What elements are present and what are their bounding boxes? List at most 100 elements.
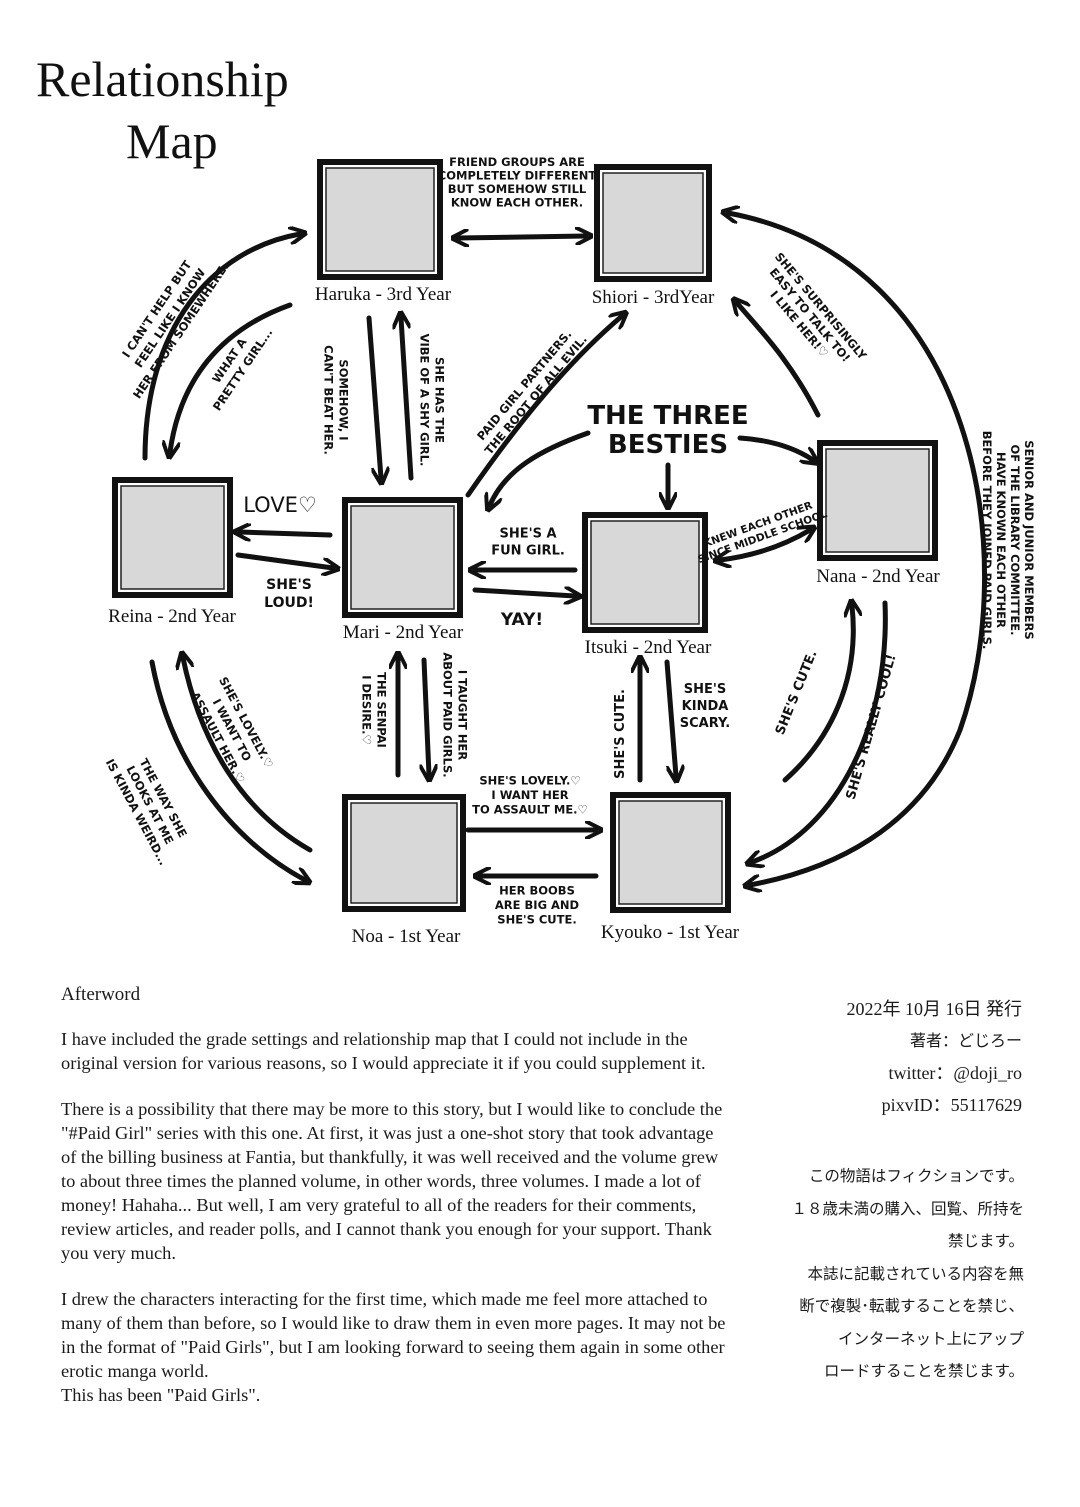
label-itsuki-mari: SHE'S A FUN GIRL. [491,527,565,559]
name-noa: Noa - 1st Year [352,926,461,947]
portrait-mari-image [350,505,455,610]
portrait-nana-image [825,448,930,553]
label-line: PAID GIRL PARTNERS. [474,327,574,443]
portrait-kyouko: Kyouko - 1st Year [601,792,740,943]
afterword: Afterword I have included the grade sett… [61,983,731,1429]
label-line: FUN GIRL. [491,544,565,559]
label-line: SHE'S [266,577,312,593]
portrait-shiori-image [602,172,704,274]
arrow-reina-to-noa [149,659,305,880]
portrait-kyouko-image [618,800,723,905]
arrow-reina-to-haruka [142,234,300,461]
title-line-1: Relationship [36,51,289,107]
afterword-paragraph-1: I have included the grade settings and r… [61,1029,706,1073]
label-line: BEFORE THEY JOINED PAID GIRLS. [980,431,994,650]
label-reina-mari: SHE'S LOUD! [264,577,314,611]
colophon: 2022年 10月 16日 発行 著者：どじろー twitter：@doji_r… [770,993,1023,1121]
label-line: I WANT HER [491,788,568,802]
name-haruka: Haruka - 3rd Year [315,284,452,305]
label-mari-itsuki: YAY! [500,610,543,630]
portrait-itsuki-image [590,520,700,625]
label-line: SOMEHOW, I [337,359,351,440]
label-line: SHE HAS THE [433,357,447,443]
label-line: I TAUGHT HER [456,670,470,761]
arrow-besties-to-nana [737,435,813,460]
portrait-itsuki: Itsuki - 2nd Year [582,512,712,658]
arrow-besties-to-mari [490,430,591,505]
label-reina-noa: THE WAY SHELOOKS AT MEIS KINDA WEIRD... [103,743,197,868]
portrait-reina-image [120,485,225,590]
besties-line-1: THE THREE [587,401,748,431]
portrait-shiori: Shiori - 3rdYear [592,164,715,308]
arrows [142,213,987,885]
arrow-haruka-to-reina [170,302,293,452]
portrait-mari: Mari - 2nd Year [342,497,464,643]
label-shiori-kyouko: SENIOR AND JUNIOR MEMBERSOF THE LIBRARY … [980,431,1036,650]
label-noa-reina: SHE'S LOVELY.♡I WANT TOASSAULT HER.♡ [188,674,276,785]
legal-notice: この物語はフィクションです。 １８歳未満の購入、回覧、所持を 禁じます。 本誌に… [762,1160,1024,1388]
label-kyouko-nana: SHE'S CUTE. [773,648,821,737]
arrow-kyouko-to-nana [782,606,853,783]
label-noa-mari: THE SENPAII DESIRE.♡ [360,672,389,748]
arrow-mari-to-shiori [465,316,622,498]
label-line: SHE'S CUTE. [497,913,576,927]
label-mari-haruka: SHE HAS THEVIBE OF A SHY GIRL. [418,334,447,467]
label-line: TO ASSAULT ME.♡ [472,803,588,817]
afterword-paragraph-2: There is a possibility that there may be… [61,1099,723,1263]
label-line: SENIOR AND JUNIOR MEMBERS [1022,440,1036,639]
notice-line: ロードすることを禁じます。 [824,1362,1024,1380]
name-kyouko: Kyouko - 1st Year [601,922,740,943]
label-line: ABOUT PAID GIRLS. [441,652,455,777]
title-line-2: Map [126,113,218,169]
label-line: CAN'T BEAT HER. [322,345,336,455]
label-line: FRIEND GROUPS ARE [449,155,585,169]
name-itsuki: Itsuki - 2nd Year [585,637,712,658]
label-mari-reina: LOVE♡ [243,493,317,517]
label-line: LOUD! [264,595,314,611]
arrow-haruka-shiori [458,236,586,238]
label-haruka-mari: SOMEHOW, ICAN'T BEAT HER. [322,345,351,455]
label-line: SHE'S A [499,527,556,542]
label-line: THE SENPAI [375,672,389,748]
pixiv-id: pixvID：55117629 [881,1095,1022,1115]
arrow-noa-to-reina [183,658,313,853]
relationship-map: Haruka - 3rd Year Shiori - 3rdYear Reina… [103,155,1036,947]
notice-line: この物語はフィクションです。 [808,1167,1024,1185]
notice-line: インターネット上にアップ [837,1329,1024,1348]
label-line: BUT SOMEHOW STILL [448,182,587,196]
arrow-reina-to-mari [235,552,333,568]
notice-line: 禁じます。 [948,1232,1024,1250]
label-kyouko-itsuki: SHE'S CUTE. [613,689,628,779]
label-nana-kyouko: SHE'S REALLY COOL! [844,653,900,802]
label-line: OF THE LIBRARY COMMITTEE. [1008,444,1022,635]
portrait-nana: Nana - 2nd Year [816,440,940,587]
arrow-haruka-to-mari [366,315,381,478]
label-line: KNOW EACH OTHER. [451,195,583,209]
label-mari-noa: I TAUGHT HERABOUT PAID GIRLS. [441,652,470,777]
afterword-paragraph-3: I drew the characters interacting for th… [61,1289,726,1381]
label-line: ARE BIG AND [495,898,579,912]
name-shiori: Shiori - 3rdYear [592,287,715,308]
name-reina: Reina - 2nd Year [108,606,236,627]
notice-line: １８歳未満の購入、回覧、所持を [791,1199,1024,1218]
label-line: HER BOOBS [499,884,575,898]
name-nana: Nana - 2nd Year [816,566,940,587]
publish-date: 2022年 10月 16日 発行 [846,999,1023,1019]
label-line: I DESIRE.♡ [360,675,374,745]
label-line: SHE'S LOVELY.♡ [479,774,580,788]
twitter-handle: twitter：@doji_ro [888,1063,1022,1083]
author: 著者：どじろー [909,1031,1022,1050]
label-line: COMPLETELY DIFFERENT [438,168,597,182]
besties-line-2: BESTIES [608,430,728,460]
name-mari: Mari - 2nd Year [343,622,464,643]
portrait-noa: Noa - 1st Year [342,794,466,947]
afterword-closing: This has been "Paid Girls". [61,1385,261,1405]
portrait-noa-image [350,802,458,904]
portrait-haruka-image [325,167,435,272]
label-line: SHE'S [684,682,726,697]
label-line: SCARY. [680,716,730,731]
